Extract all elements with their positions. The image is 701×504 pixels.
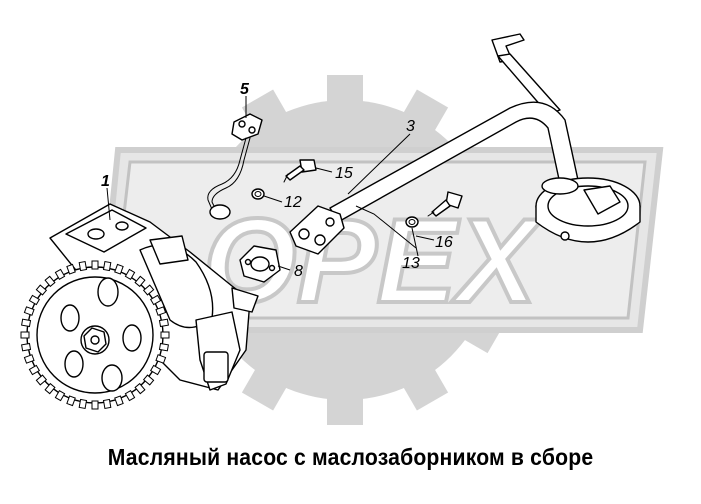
callout-16: 16 bbox=[435, 234, 453, 251]
washer-part-12 bbox=[251, 188, 265, 200]
oil-intake-pipe bbox=[289, 33, 641, 255]
gear-teeth bbox=[20, 260, 170, 410]
callout-5: 5 bbox=[240, 81, 250, 98]
bolt-part-15 bbox=[283, 159, 317, 183]
tube-part-5 bbox=[207, 113, 263, 220]
oil-pump-part-1 bbox=[20, 203, 259, 410]
callout-labels: 1 5 3 15 12 8 16 13 bbox=[101, 81, 453, 280]
callout-1: 1 bbox=[101, 173, 110, 190]
gasket-part-8 bbox=[239, 245, 281, 283]
washer-part-13 bbox=[405, 216, 419, 228]
watermark: OPEX bbox=[96, 75, 664, 425]
callout-8: 8 bbox=[294, 263, 303, 280]
callout-13: 13 bbox=[402, 255, 420, 272]
callout-3: 3 bbox=[406, 118, 415, 135]
bolt-part-16 bbox=[427, 191, 463, 217]
diagram-caption: Масляный насос с маслозаборником в сборе bbox=[107, 444, 594, 470]
leader-lines bbox=[106, 96, 435, 271]
callout-15: 15 bbox=[335, 165, 353, 182]
callout-12: 12 bbox=[284, 194, 302, 211]
